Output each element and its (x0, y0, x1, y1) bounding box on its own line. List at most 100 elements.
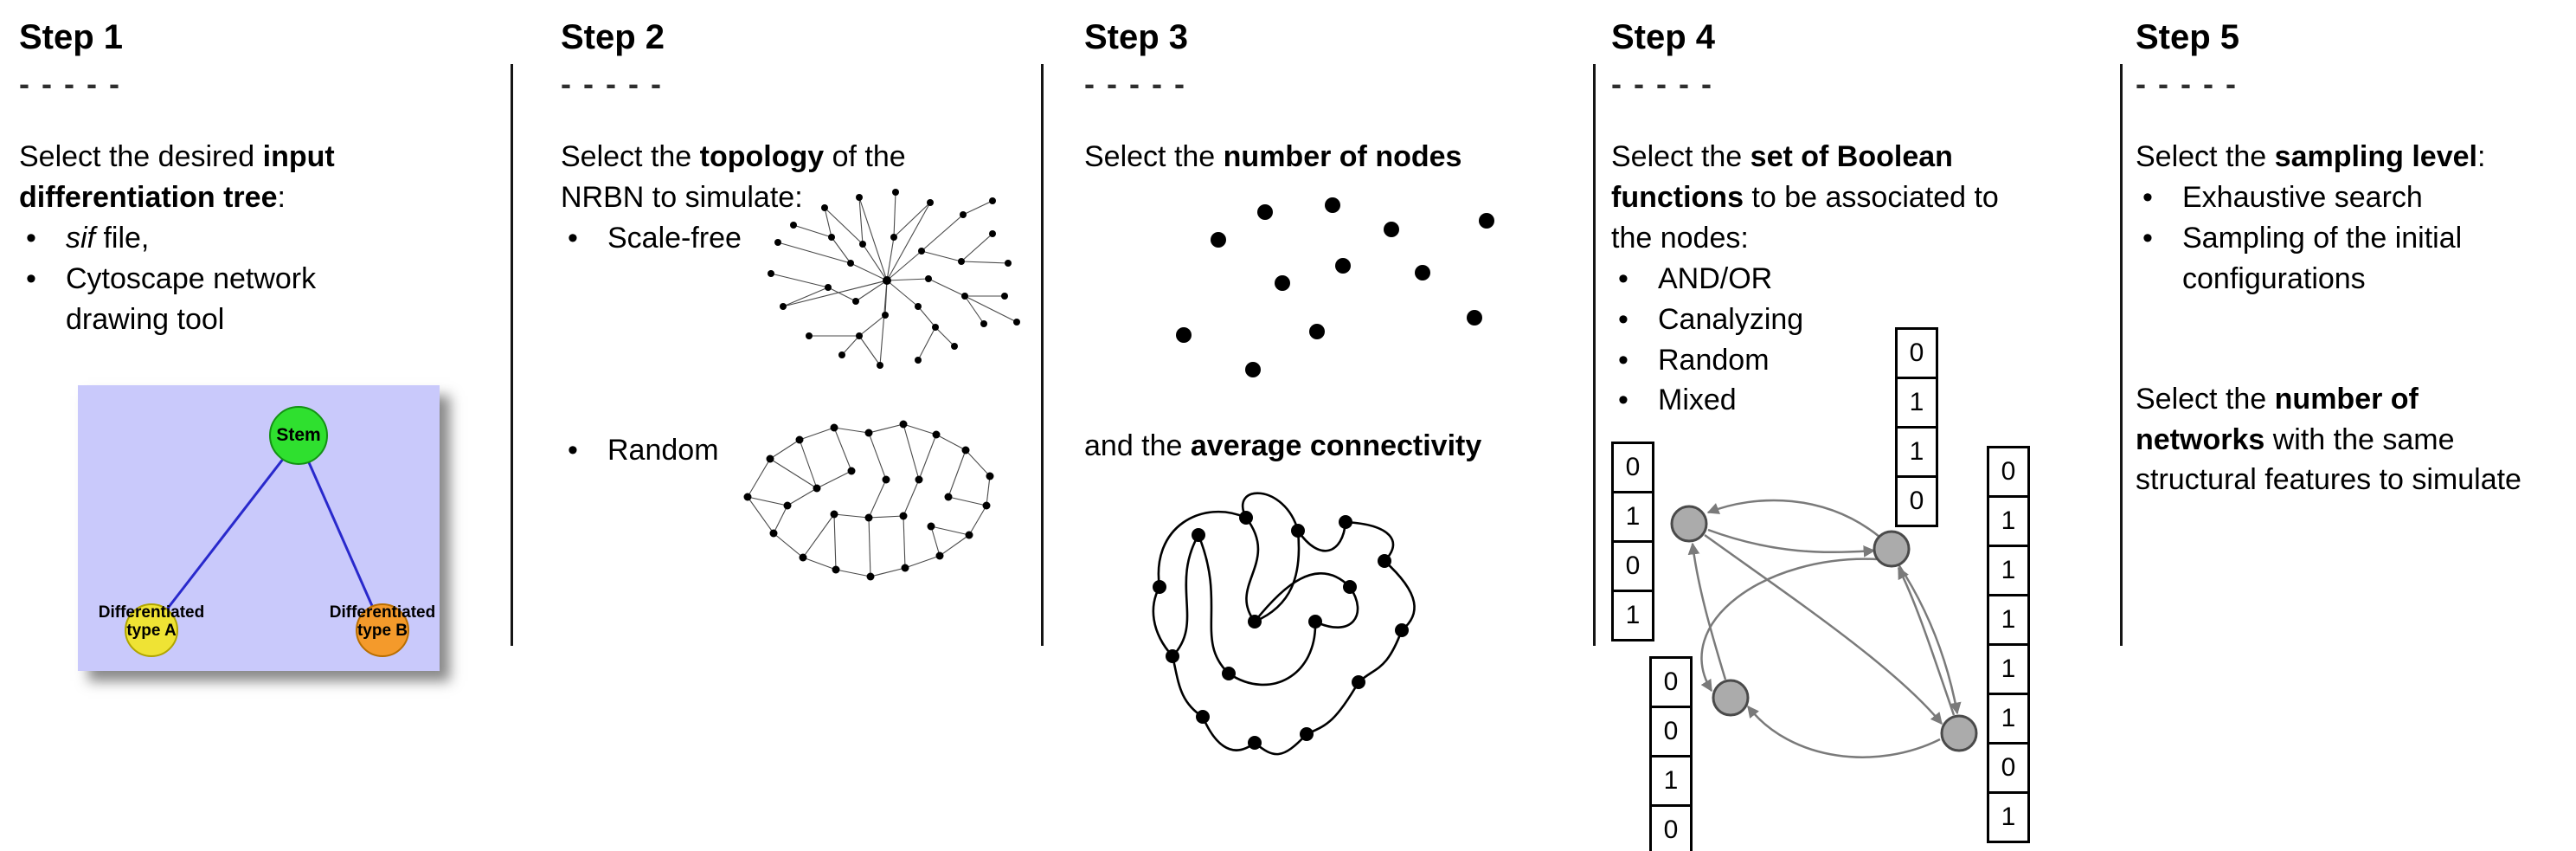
step-2-text-bold: topology (699, 140, 825, 173)
step-5-text-pre: Select the (2136, 140, 2275, 173)
type-a-node-label: Differentiated type A (98, 603, 205, 641)
step-2-bullet-scale-free: • Scale-free (561, 218, 993, 259)
truth-table-top: 0 1 1 0 (1895, 327, 1938, 527)
network-node (1712, 679, 1750, 717)
boolean-network-nodes (1670, 505, 1978, 752)
nodes-dots-figure (1151, 186, 1523, 407)
step-2-bullet-random: • Random (561, 430, 993, 471)
step-4-bullet-andor: • AND/OR (1611, 259, 2044, 300)
type-a-node (125, 603, 178, 657)
bullet-marker: • (2142, 180, 2153, 214)
step-5-text2-post: with the same structural features to sim… (2136, 422, 2521, 497)
step-2-bullets: • Scale-free • Random (561, 218, 993, 471)
step-4-text-bold: set of Boolean functions (1611, 140, 1953, 214)
sif-italic: sif (66, 221, 95, 255)
column-divider-2 (1041, 64, 1044, 646)
step-4-bullet-canalyzing: • Canalyzing (1611, 300, 2044, 340)
scale-free-network-figure (748, 184, 1034, 387)
network-node (1940, 714, 1978, 752)
step-5-bullet-sampling: • Sampling of the initial configurations (2136, 218, 2551, 300)
tree-edge-left (150, 438, 300, 630)
truth-table-cell: 1 (1987, 547, 2030, 596)
sif-rest: file, (95, 221, 150, 255)
step-4-dashes: - - - - - (1611, 66, 1713, 101)
step-2-text-post: of the NRBN to simulate: (561, 140, 906, 214)
column-divider-4 (2120, 64, 2123, 646)
scale-free-network-graphic (768, 189, 1020, 369)
bullet-text: AND/OR (1658, 261, 1773, 295)
network-node (1873, 530, 1911, 568)
differentiation-tree-figure: Stem Differentiated type A Differentiate… (78, 385, 440, 671)
bullet-text: Cytoscape network drawing tool (66, 261, 317, 336)
step-3-dashes: - - - - - (1084, 66, 1186, 101)
step-4-text-pre: Select the (1611, 140, 1751, 173)
network-edges (747, 423, 991, 577)
random-network-graphic (743, 420, 994, 581)
network-edges (770, 191, 1018, 366)
bullet-text: Canalyzing (1658, 302, 1804, 336)
step-1-text-post: : (277, 180, 286, 214)
step-1-text-pre: Select the desired (19, 140, 263, 173)
step-4-bullet-mixed: • Mixed (1611, 380, 2044, 421)
step-5-bullets: • Exhaustive search • Sampling of the in… (2136, 177, 2551, 300)
truth-table-cell: 0 (1987, 446, 2030, 498)
bullet-text: Sampling of the initial configurations (2182, 221, 2463, 295)
step-3-text-bold: number of nodes (1223, 140, 1462, 173)
stem-node-label: Stem (276, 425, 321, 445)
step-1-dashes: - - - - - (19, 66, 121, 101)
tree-graphic (125, 406, 409, 657)
truth-table-cell: 0 (1649, 807, 1693, 851)
bullet-marker: • (1618, 302, 1628, 336)
step-3-title: Step 3 (1084, 18, 1189, 56)
step-2-title: Step 2 (561, 18, 665, 56)
truth-table-cell: 0 (1611, 543, 1654, 592)
truth-table-cell: 1 (1611, 493, 1654, 543)
truth-table-cell: 1 (1987, 596, 2030, 646)
step-3-text2-pre: and the (1084, 429, 1191, 462)
truth-table-cell: 0 (1987, 745, 2030, 794)
truth-table-cell: 0 (1895, 327, 1938, 379)
truth-table-left: 0 1 0 1 (1611, 442, 1654, 641)
step-5-title: Step 5 (2136, 18, 2240, 56)
step-5-text-bold: sampling level (2274, 140, 2477, 173)
bullet-marker: • (2142, 221, 2153, 255)
boolean-network-graphic (1670, 499, 1978, 758)
step-2-text-pre: Select the (561, 140, 700, 173)
column-divider-3 (1593, 64, 1596, 646)
step-5-text2-bold: number of networks (2136, 382, 2419, 456)
step-5-text-networks: Select the number of networks with the s… (2136, 379, 2551, 501)
random-network-figure (734, 414, 1019, 604)
type-b-node-label: Differentiated type B (329, 603, 436, 641)
step-5-dashes: - - - - - (2136, 66, 2238, 101)
step-1-text-bold: input differentiation tree (19, 140, 335, 214)
step-5-text2-pre: Select the (2136, 382, 2275, 416)
tangle-nodes (1153, 511, 1409, 750)
step-1-bullet-cytoscape: • Cytoscape network drawing tool (19, 259, 417, 340)
step-3-text-pre: Select the (1084, 140, 1224, 173)
step-1-column: Step 1 - - - - - Select the desired inpu… (19, 17, 499, 340)
step-4-text-post: to be associated to the nodes: (1611, 180, 1999, 255)
truth-table-cell: 1 (1649, 758, 1693, 807)
connectivity-tangle-graphic (1152, 492, 1416, 756)
step-4-bullets: • AND/OR • Canalyzing • Random • Mixed (1611, 259, 2044, 422)
truth-table-cell: 0 (1649, 708, 1693, 758)
bullet-text: Random (607, 433, 719, 467)
truth-table-cell: 1 (1895, 379, 1938, 429)
truth-table-cell: 1 (1987, 646, 2030, 695)
step-4-bullet-random: • Random (1611, 340, 2044, 381)
boolean-functions-figure: 0 1 1 0 0 1 0 1 0 0 1 0 0 1 1 1 1 1 0 1 (1609, 312, 2042, 851)
bullet-marker: • (26, 261, 36, 295)
step-5-bullet-exhaustive: • Exhaustive search (2136, 177, 2551, 218)
step-2-dashes: - - - - - (561, 66, 663, 101)
connectivity-tangle-figure (1125, 483, 1445, 777)
network-nodes (768, 189, 1020, 369)
nodes-dots-graphic (1176, 197, 1494, 377)
column-divider-1 (511, 64, 513, 646)
truth-table-cell: 1 (1611, 592, 1654, 641)
step-5-column: Step 5 - - - - - Select the sampling lev… (2136, 17, 2551, 500)
step-1-text: Select the desired input differentiation… (19, 137, 499, 218)
bullet-text: Random (1658, 343, 1770, 377)
network-nodes (743, 420, 994, 581)
truth-table-cell: 1 (1895, 429, 1938, 478)
